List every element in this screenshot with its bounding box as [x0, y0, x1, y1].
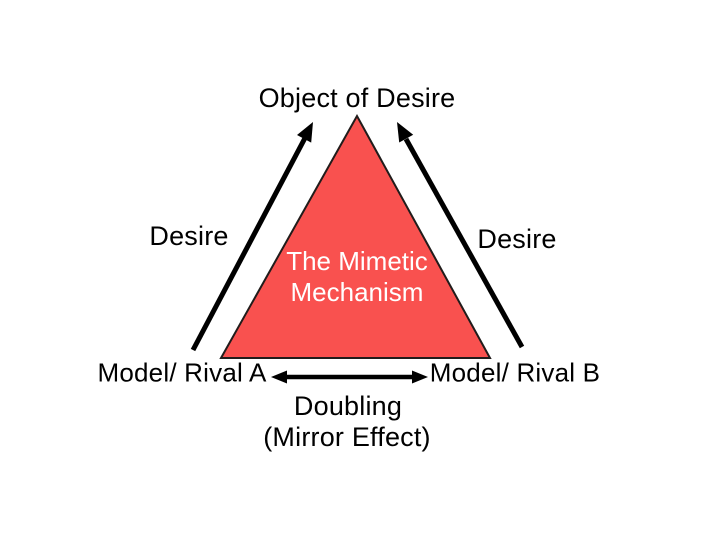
desire-arrow-right-line: [403, 137, 525, 349]
desire-left-label: Desire: [149, 221, 229, 252]
desire-arrow-left-head: [297, 122, 313, 143]
desire-arrow-left-line: [190, 136, 308, 352]
object-of-desire-label: Object of Desire: [258, 83, 456, 114]
doubling-label: Doubling: [293, 391, 403, 422]
triangle-shape: [219, 113, 492, 359]
mimetic-mechanism-label: The Mimetic Mechanism: [286, 246, 428, 308]
model-rival-a-label: Model/ Rival A: [97, 357, 267, 388]
doubling-arrow-right-head: [412, 370, 428, 384]
desire-arrow-right-head: [397, 122, 414, 143]
mimetic-mechanism-line2: Mechanism: [290, 277, 424, 307]
desire-right-label: Desire: [477, 224, 557, 255]
model-rival-b-label: Model/ Rival B: [429, 357, 601, 388]
doubling-arrow-left-head: [271, 370, 287, 384]
mimetic-mechanism-line1: The Mimetic: [286, 246, 428, 276]
mirror-effect-label: (Mirror Effect): [263, 422, 431, 453]
